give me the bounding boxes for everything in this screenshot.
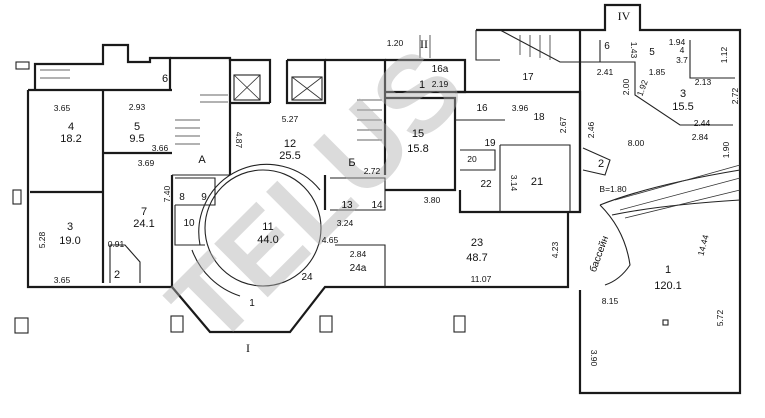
dimension: 2.72: [364, 166, 381, 176]
room-number: 12: [284, 138, 296, 150]
room-number: 6: [604, 41, 610, 52]
pool-width: B=1.80: [599, 184, 626, 194]
dimension: 2.46: [586, 121, 596, 138]
dimension: 1.90: [721, 141, 731, 158]
dimension: 3.96: [512, 103, 529, 113]
dimension: 2.84: [692, 132, 709, 142]
room-area: 3.7: [676, 55, 688, 65]
room-number: 8: [179, 192, 185, 203]
dimension: 11.07: [471, 274, 492, 284]
dimension: 2.13: [695, 77, 712, 87]
room-number: 9: [201, 192, 207, 203]
room-area: 48.7: [466, 252, 487, 264]
room-number: 23: [471, 237, 483, 249]
room-number: 1: [249, 298, 255, 309]
room-number: 4: [68, 121, 74, 133]
room-number: 16a: [432, 64, 449, 75]
section-mark-II: II: [420, 37, 428, 51]
room-number: 20: [467, 154, 477, 164]
dimension: 7.40: [162, 185, 172, 202]
room-number: 3: [680, 88, 686, 100]
room-number: 2: [598, 158, 604, 170]
room-number: 21: [531, 176, 543, 188]
room-number: 16: [476, 103, 488, 114]
room-number: 1: [419, 79, 425, 91]
room-number: 18: [533, 112, 545, 123]
dimension: 4.23: [550, 241, 560, 258]
room-area: 19.0: [59, 235, 80, 247]
room-number: A: [198, 154, 206, 166]
dimension: 1.85: [649, 67, 666, 77]
dimensions: 3.65 2.93 3.66 3.69 4.87 5.27 2.72 7.40 …: [37, 37, 740, 367]
section-mark-I: I: [246, 341, 250, 355]
room-number: 19: [484, 138, 496, 149]
room-number: 11: [262, 221, 273, 233]
dimension: 1.20: [387, 38, 404, 48]
room-number: 24a: [350, 263, 367, 274]
dimension: 14.44: [696, 233, 711, 256]
room-number: 1: [665, 264, 671, 276]
room-number: 2: [114, 269, 120, 281]
room-number: 22: [480, 179, 492, 190]
dimension: 2.72: [730, 87, 740, 104]
room-number: 7: [141, 206, 147, 218]
room-number: 5: [134, 121, 140, 133]
dimension: 3.80: [424, 195, 441, 205]
dimension: 4.65: [322, 235, 339, 245]
dimension: 1.92: [635, 78, 650, 97]
dimension: 1.43: [629, 42, 639, 59]
dimension: 2.00: [621, 78, 631, 95]
room-number: 13: [341, 200, 353, 211]
room-number: 6: [162, 73, 168, 85]
dimension: 8.00: [628, 138, 645, 148]
room-area: 44.0: [257, 234, 278, 246]
dimension: 3.90: [589, 350, 599, 367]
dimension: 2.93: [129, 102, 146, 112]
dimension: 0.91: [108, 239, 125, 249]
dimension: 1.12: [719, 46, 729, 63]
dimension: 3.66: [152, 143, 169, 153]
dimension: 1.94: [669, 37, 686, 47]
room-area: 9.5: [129, 133, 144, 145]
room-area: 15.5: [672, 101, 693, 113]
pool-label: бассейн: [587, 234, 611, 274]
room-number: 4: [680, 45, 685, 55]
dimension: 2.67: [558, 116, 568, 133]
room-number: 24: [301, 272, 313, 283]
dimension: 2.19: [432, 79, 449, 89]
room-number: 14: [371, 200, 383, 211]
round-hall: [191, 163, 322, 297]
room-area: 15.8: [407, 143, 428, 155]
room-area: 24.1: [133, 218, 154, 230]
dimension: 3.69: [138, 158, 155, 168]
staircases: [40, 35, 741, 286]
walls: [26, 3, 742, 395]
dimension: 2.84: [350, 249, 367, 259]
dimension: 5.27: [282, 114, 299, 124]
dimension: 3.14: [509, 175, 519, 192]
section-mark-IV: IV: [618, 9, 631, 23]
dimension: 4.87: [234, 132, 244, 149]
columns: [12, 61, 669, 334]
dimension: 3.65: [54, 275, 71, 285]
room-number: Б: [348, 157, 355, 169]
dimension: 3.65: [54, 103, 71, 113]
dimension: 3.24: [337, 218, 354, 228]
room-area: 25.5: [279, 150, 300, 162]
room-area: 18.2: [60, 133, 81, 145]
room-number: 5: [649, 47, 655, 58]
dimension: 8.15: [602, 296, 619, 306]
dimension: 2.44: [694, 118, 711, 128]
room-area: 120.1: [654, 280, 682, 292]
dimension: 5.72: [715, 309, 725, 326]
room-number: 10: [183, 218, 195, 229]
room-number: 17: [522, 72, 534, 83]
room-number: 3: [67, 221, 73, 233]
elevator-shafts: [233, 74, 323, 101]
room-number: 15: [412, 128, 424, 140]
dimension: 2.41: [597, 67, 614, 77]
dimension: 5.28: [37, 231, 47, 248]
